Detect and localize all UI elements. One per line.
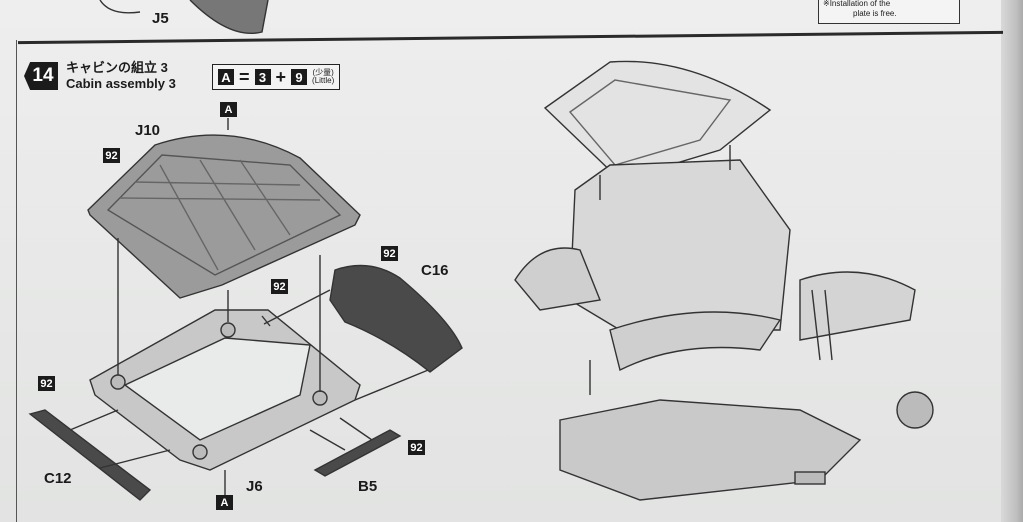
frame-boss-3 bbox=[312, 390, 328, 406]
tractor-step bbox=[794, 471, 826, 485]
paint-tag-92-roof-inner: 92 bbox=[271, 279, 288, 294]
paint-tag-92-c16: 92 bbox=[381, 246, 398, 261]
tractor-exhaust bbox=[811, 289, 833, 361]
roof-grid-outline bbox=[106, 154, 342, 276]
roof-grid-lines bbox=[119, 159, 321, 271]
equals-sign: = bbox=[239, 66, 250, 87]
step-number-badge: 14 bbox=[24, 62, 58, 90]
label-b5: B5 bbox=[358, 478, 378, 495]
note-line-1: ※Installation of the bbox=[823, 0, 891, 8]
guide-arrow-c16 bbox=[261, 289, 331, 327]
step-title: キャビンの組立 3 Cabin assembly 3 bbox=[66, 60, 176, 92]
color-tag-a-top: A bbox=[220, 102, 237, 117]
part-label-j5: J5 bbox=[152, 10, 169, 27]
tractor-right-fender bbox=[609, 311, 782, 372]
note-line-2: plate is free. bbox=[853, 9, 897, 18]
label-c12: C12 bbox=[44, 470, 72, 487]
frame-opening bbox=[123, 337, 311, 441]
label-j10: J10 bbox=[135, 122, 161, 139]
formula-color-3: 3 bbox=[254, 69, 271, 85]
tractor-roof-grid bbox=[568, 79, 732, 166]
left-border bbox=[16, 40, 17, 522]
step-title-en: Cabin assembly 3 bbox=[66, 76, 176, 91]
little-en: (Little) bbox=[312, 76, 335, 85]
paint-tag-92-c12: 92 bbox=[38, 376, 55, 391]
roof-panel-j10 bbox=[87, 134, 361, 299]
paint-tag-92-b5: 92 bbox=[408, 440, 425, 455]
frame-boss-4 bbox=[192, 444, 208, 460]
c12-guide-lines bbox=[69, 409, 171, 469]
tractor-roof bbox=[543, 60, 772, 181]
frame-boss-2 bbox=[110, 374, 126, 390]
paint-tag-92-roof: 92 bbox=[103, 148, 120, 163]
prev-part-j5-shape bbox=[189, 0, 269, 34]
tractor-cabin bbox=[569, 159, 791, 331]
page-edge bbox=[1001, 0, 1023, 522]
note-box: ※Installation of the plate is free. bbox=[818, 0, 960, 24]
paint-mix-formula: A = 3 + 9 (少量) (Little) bbox=[212, 64, 341, 90]
tractor-chassis bbox=[559, 399, 862, 501]
part-c16 bbox=[329, 264, 463, 373]
step-title-jp: キャビンの組立 3 bbox=[66, 60, 168, 75]
formula-color-9: 9 bbox=[291, 69, 308, 85]
little-note: (少量) (Little) bbox=[312, 69, 334, 85]
color-a-leaders bbox=[224, 118, 229, 495]
tractor-left-fender bbox=[514, 247, 601, 311]
prev-part-outline bbox=[99, 0, 141, 14]
guide-lines bbox=[117, 238, 439, 401]
tractor-front-wheel bbox=[896, 391, 934, 429]
color-tag-a-bottom: A bbox=[216, 495, 233, 510]
formula-color-a: A bbox=[218, 69, 234, 85]
little-jp: (少量) bbox=[312, 68, 334, 77]
part-c12 bbox=[28, 409, 152, 501]
label-j6: J6 bbox=[246, 478, 263, 495]
part-b5 bbox=[313, 429, 402, 477]
plus-sign: + bbox=[275, 66, 287, 87]
tractor-guide-lines bbox=[589, 145, 731, 395]
frame-boss-1 bbox=[220, 322, 236, 338]
b5-guide-lines bbox=[309, 417, 373, 451]
label-c16: C16 bbox=[421, 262, 449, 279]
